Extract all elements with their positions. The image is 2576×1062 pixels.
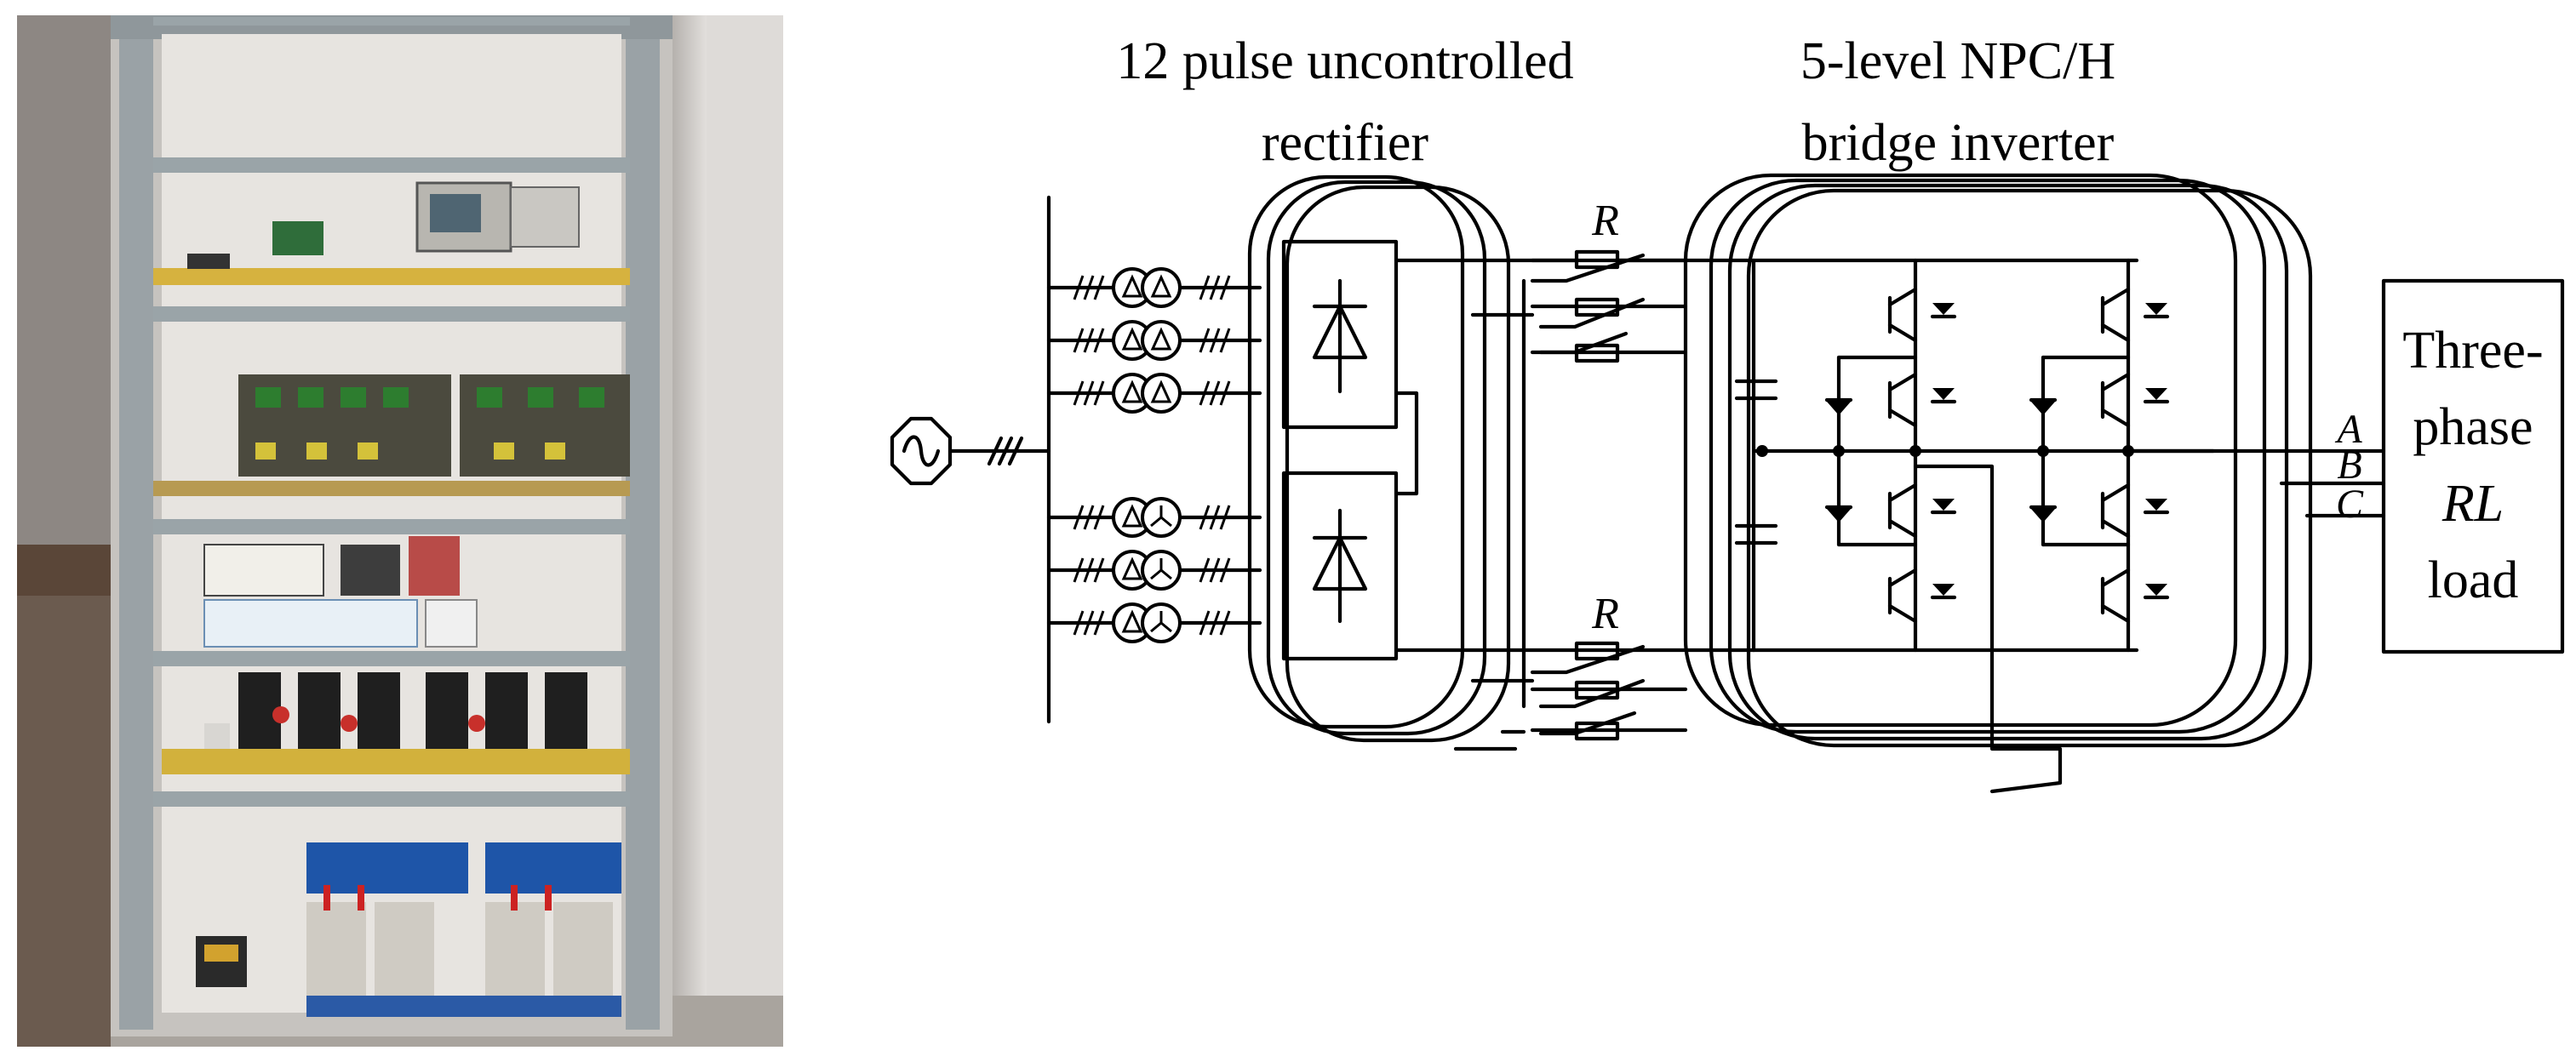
ac-source-icon <box>890 416 1051 486</box>
delta-wye-transformer-icon <box>1046 373 1262 414</box>
delta-wye-transformer-icon <box>1046 602 1262 643</box>
transformer-shelf <box>153 791 630 1017</box>
inverter-title-line2: bridge inverter <box>1802 114 2115 172</box>
cabinet-photo <box>17 15 783 1047</box>
transformer-bank <box>1046 267 1262 643</box>
rl-load: Three- phase RL load <box>2381 278 2565 654</box>
resistor-label-top: R <box>1591 197 1619 245</box>
lower-precharge-resistors: R <box>1530 590 1688 741</box>
phase-outputs: A B C <box>2126 407 2386 527</box>
load-label-line4: load <box>2428 551 2519 609</box>
rectifier-title-line1: 12 pulse uncontrolled <box>1116 32 1573 90</box>
igbt-icon <box>1887 568 1957 624</box>
diode-icon <box>2029 505 2058 522</box>
igbt-icon <box>1887 372 1957 428</box>
delta-wye-transformer-icon <box>1046 550 1262 591</box>
top-shelf <box>153 157 630 285</box>
rectifier-bridge-lower <box>1281 471 1399 661</box>
igbt-icon <box>2100 482 2170 539</box>
igbt-icon <box>1887 287 1957 343</box>
igbt-icon <box>2100 287 2170 343</box>
diode-icon <box>1312 278 1368 394</box>
igbt-icon <box>2100 372 2170 428</box>
capacitor-icon <box>1734 379 1778 401</box>
diode-icon <box>1824 505 1853 522</box>
delta-wye-transformer-icon <box>1046 267 1262 308</box>
phase-label-b: B <box>2337 442 2361 488</box>
driver-board-shelf <box>153 306 630 496</box>
load-label-line1: Three- <box>2402 322 2543 380</box>
resistor-label-bottom: R <box>1591 590 1619 638</box>
phase-label-c: C <box>2336 482 2364 527</box>
delta-wye-transformer-icon <box>1046 320 1262 361</box>
igbt-icon <box>1887 482 1957 539</box>
diode-icon <box>2029 397 2058 415</box>
breaker-row <box>153 519 630 666</box>
inverter-enclosure <box>1683 173 2313 748</box>
capacitor-icon <box>1734 523 1778 545</box>
diode-icon <box>1312 508 1368 624</box>
npc-h-bridge <box>1683 258 2216 794</box>
load-label-line3: RL <box>2441 475 2504 533</box>
rectifier-title-line2: rectifier <box>1262 114 1429 172</box>
delta-wye-transformer-icon <box>1046 497 1262 538</box>
diode-icon <box>1824 397 1853 415</box>
inverter-title-line1: 5-level NPC/H <box>1800 32 2115 90</box>
igbt-module-shelf <box>162 672 630 774</box>
rectifier-enclosure <box>1247 174 1511 743</box>
upper-precharge-resistors: R <box>1530 197 1688 363</box>
rectifier-bridge-upper <box>1281 239 1399 430</box>
phase-label-a: A <box>2334 407 2362 452</box>
load-label-line2: phase <box>2413 398 2533 456</box>
igbt-icon <box>2100 568 2170 624</box>
